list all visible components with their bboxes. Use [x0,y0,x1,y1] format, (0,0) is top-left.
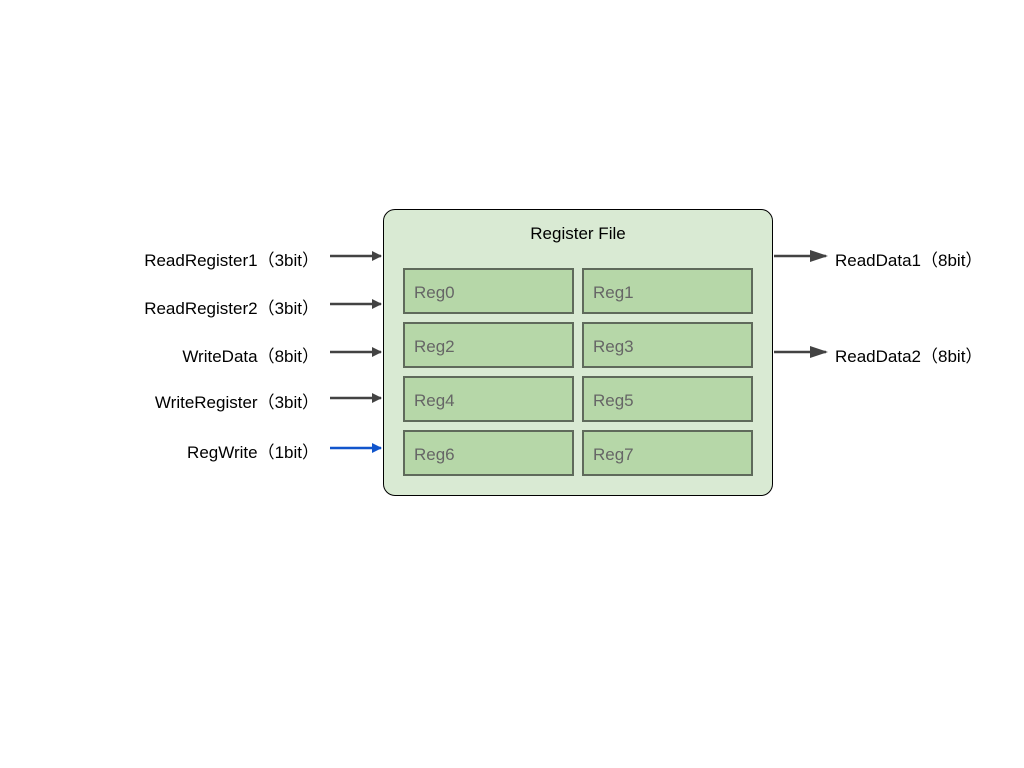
register-reg7: Reg7 [582,430,753,476]
register-reg3: Reg3 [582,322,753,368]
register-label: Reg4 [414,391,455,410]
register-reg4: Reg4 [403,376,574,422]
register-label: Reg5 [593,391,634,410]
output-label-read-data-2: ReadData2（8bit） [835,347,983,366]
register-reg2: Reg2 [403,322,574,368]
register-label: Reg7 [593,445,634,464]
register-label: Reg1 [593,283,634,302]
register-file-block: Register File Reg0 Reg1 Reg2 Reg3 Reg4 R… [383,209,773,496]
register-reg1: Reg1 [582,268,753,314]
register-reg5: Reg5 [582,376,753,422]
input-label-read-register-2: ReadRegister2（3bit） [144,299,319,318]
input-label-reg-write: RegWrite（1bit） [187,443,319,462]
output-label-read-data-1: ReadData1（8bit） [835,251,983,270]
register-label: Reg6 [414,445,455,464]
register-reg0: Reg0 [403,268,574,314]
register-label: Reg3 [593,337,634,356]
register-label: Reg0 [414,283,455,302]
input-label-read-register-1: ReadRegister1（3bit） [144,251,319,270]
input-label-write-register: WriteRegister（3bit） [154,393,319,412]
register-reg6: Reg6 [403,430,574,476]
input-label-write-data: WriteData（8bit） [182,347,319,366]
register-label: Reg2 [414,337,455,356]
register-file-title: Register File [530,224,626,243]
